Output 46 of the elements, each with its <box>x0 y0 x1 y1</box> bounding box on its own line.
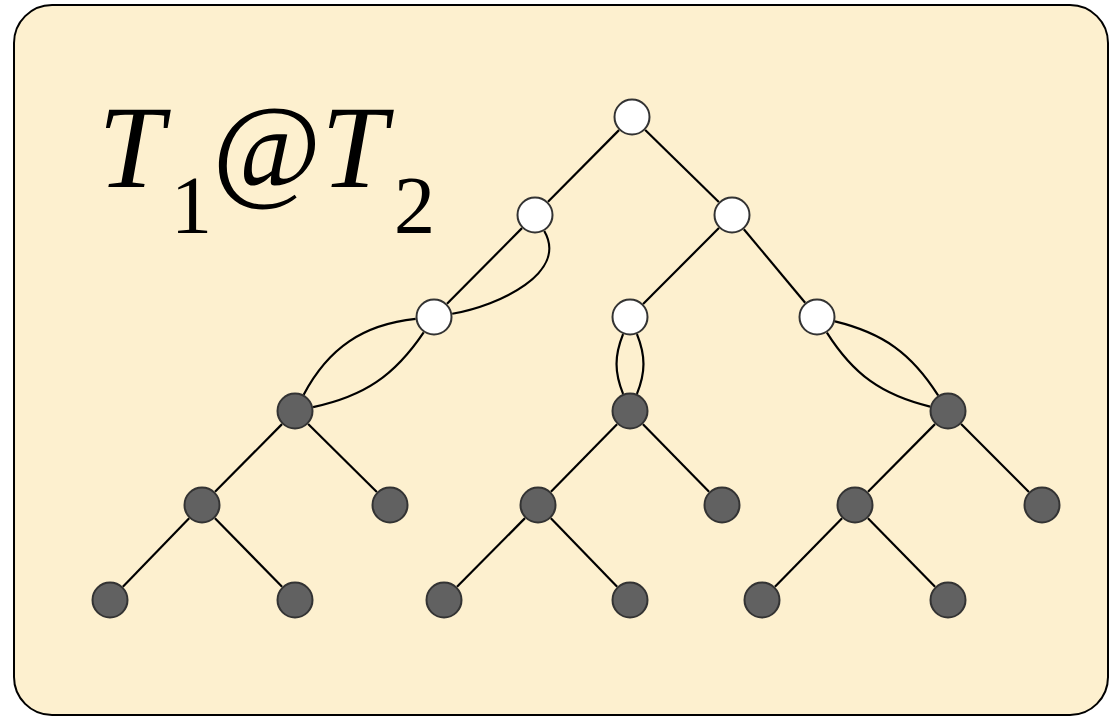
tree-edge <box>774 517 843 588</box>
tree-edge <box>615 333 625 395</box>
tree-edge <box>547 129 620 203</box>
open-node <box>516 196 554 234</box>
tree-edge <box>456 517 526 588</box>
filled-node <box>276 392 314 430</box>
filled-node <box>611 581 649 619</box>
filled-node <box>929 581 967 619</box>
filled-node <box>1023 486 1061 524</box>
tree-edge <box>302 317 416 396</box>
filled-node <box>611 392 649 430</box>
formula-label: T$_{1}$@T$_{2}$ <box>105 108 431 234</box>
filled-node <box>743 581 781 619</box>
filled-node <box>425 581 463 619</box>
tree-edge <box>214 423 283 493</box>
tree-edge <box>307 423 378 493</box>
filled-node <box>371 486 409 524</box>
tree-edge <box>452 230 551 315</box>
open-node <box>415 298 453 336</box>
tree-edge <box>642 423 710 493</box>
tree-edge <box>642 227 720 305</box>
filled-node <box>519 486 557 524</box>
filled-node <box>929 392 967 430</box>
tree-edge <box>644 129 720 203</box>
filled-node <box>836 486 874 524</box>
open-node <box>798 298 836 336</box>
tree-edge <box>550 423 618 493</box>
open-node <box>611 298 649 336</box>
tree-edge <box>867 517 936 588</box>
tree-edge <box>960 423 1030 493</box>
tree-edge <box>834 320 940 396</box>
tree-edge <box>122 517 190 588</box>
tree-edge <box>312 331 425 409</box>
filled-node <box>183 486 221 524</box>
tree-edge <box>826 332 931 408</box>
open-node <box>713 196 751 234</box>
filled-node <box>91 581 129 619</box>
tree-edge <box>214 517 283 588</box>
tree-edge <box>867 423 936 493</box>
tree-edge <box>635 333 645 395</box>
tree-edge <box>550 517 618 588</box>
filled-node <box>276 581 314 619</box>
tree-edge <box>743 228 806 304</box>
open-node <box>613 98 651 136</box>
filled-node <box>703 486 741 524</box>
tree-edge <box>446 227 523 305</box>
